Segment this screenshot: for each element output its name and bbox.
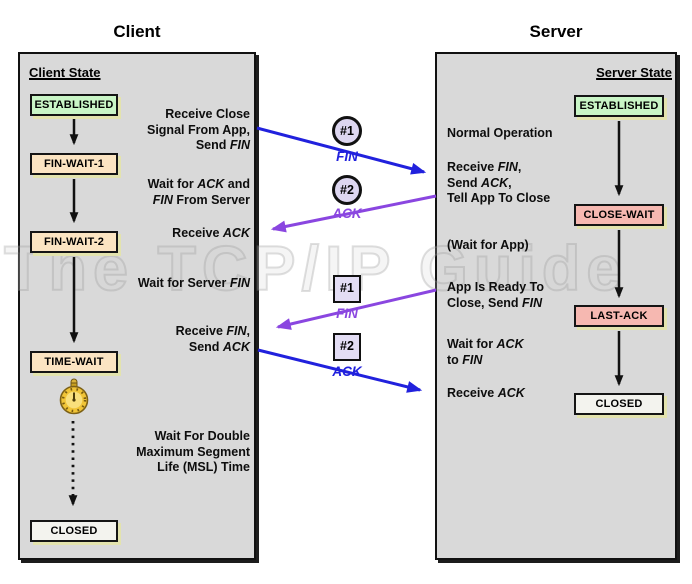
message-2-client-ack-badge: #2 [333,333,361,361]
client-note-wait-ack-fin: Wait for ACK and FIN From Server [94,177,250,208]
message-1-server-fin-label: FIN [336,306,358,321]
note-line: Receive FIN, [175,324,250,338]
client-state-closed: CLOSED [30,520,118,542]
server-state-close-wait: CLOSE-WAIT [574,204,664,226]
message-2-client-ack-label: ACK [332,364,362,379]
note-line: Wait for Server FIN [137,276,250,290]
client-note-receive-ack: Receive ACK [94,226,250,242]
client-state-fin-wait-1: FIN-WAIT-1 [30,153,118,175]
server-note-wait-ack-to-fin: Wait for ACK to FIN [447,337,617,368]
note-line: Receive Close [165,107,250,121]
note-line: (Wait for App) [447,238,529,252]
note-line: FIN From Server [152,192,250,207]
note-line: to FIN [447,352,483,367]
server-state-heading: Server State [596,65,672,80]
server-state-last-ack: LAST-ACK [574,305,664,327]
stopwatch-icon [59,378,89,415]
note-line: Close, Send FIN [447,295,543,310]
note-line: Send ACK [188,339,250,354]
note-line: App Is Ready To [447,280,545,294]
server-state-closed: CLOSED [574,393,664,415]
message-1-fin-badge: #1 [332,116,362,146]
client-note-receive-close: Receive Close Signal From App, Send FIN [94,107,250,154]
server-note-normal-operation: Normal Operation [447,126,617,142]
note-line: Wait for ACK and [147,177,250,191]
message-1-server-fin-badge: #1 [333,275,361,303]
note-line: Receive ACK [172,226,250,240]
note-line: Maximum Segment [136,444,250,459]
server-note-wait-for-app: (Wait for App) [447,238,617,254]
server-column-title: Server [529,22,583,41]
client-note-msl-wait: Wait For Double Maximum Segment Life (MS… [94,429,250,476]
note-line: Send ACK, [447,175,512,190]
note-line: Signal From App, [146,122,250,137]
note-line: Wait For Double [154,429,250,443]
client-state-fin-wait-2: FIN-WAIT-2 [30,231,118,253]
client-state-established: ESTABLISHED [30,94,118,116]
client-column-title: Client [113,22,161,41]
note-line: Receive FIN, [447,160,522,174]
note-line: Normal Operation [447,126,553,140]
client-state-time-wait: TIME-WAIT [30,351,118,373]
note-line: Send FIN [195,138,250,152]
client-state-heading: Client State [29,65,101,80]
note-line: Wait for ACK [447,337,524,351]
server-note-app-ready: App Is Ready To Close, Send FIN [447,280,617,311]
client-note-receive-fin-send-ack: Receive FIN, Send ACK [94,324,250,355]
server-note-receive-ack: Receive ACK [447,386,617,402]
server-note-receive-fin: Receive FIN, Send ACK, Tell App To Close [447,160,617,207]
server-state-established: ESTABLISHED [574,95,664,117]
message-1-fin-label: FIN [336,149,358,164]
client-panel [18,52,256,560]
client-note-wait-server-fin: Wait for Server FIN [94,276,250,292]
message-2-ack-label: ACK [332,206,362,221]
message-2-ack-badge: #2 [332,175,362,205]
note-line: Tell App To Close [447,191,551,205]
note-line: Receive ACK [447,386,525,400]
note-line: Life (MSL) Time [157,460,250,474]
